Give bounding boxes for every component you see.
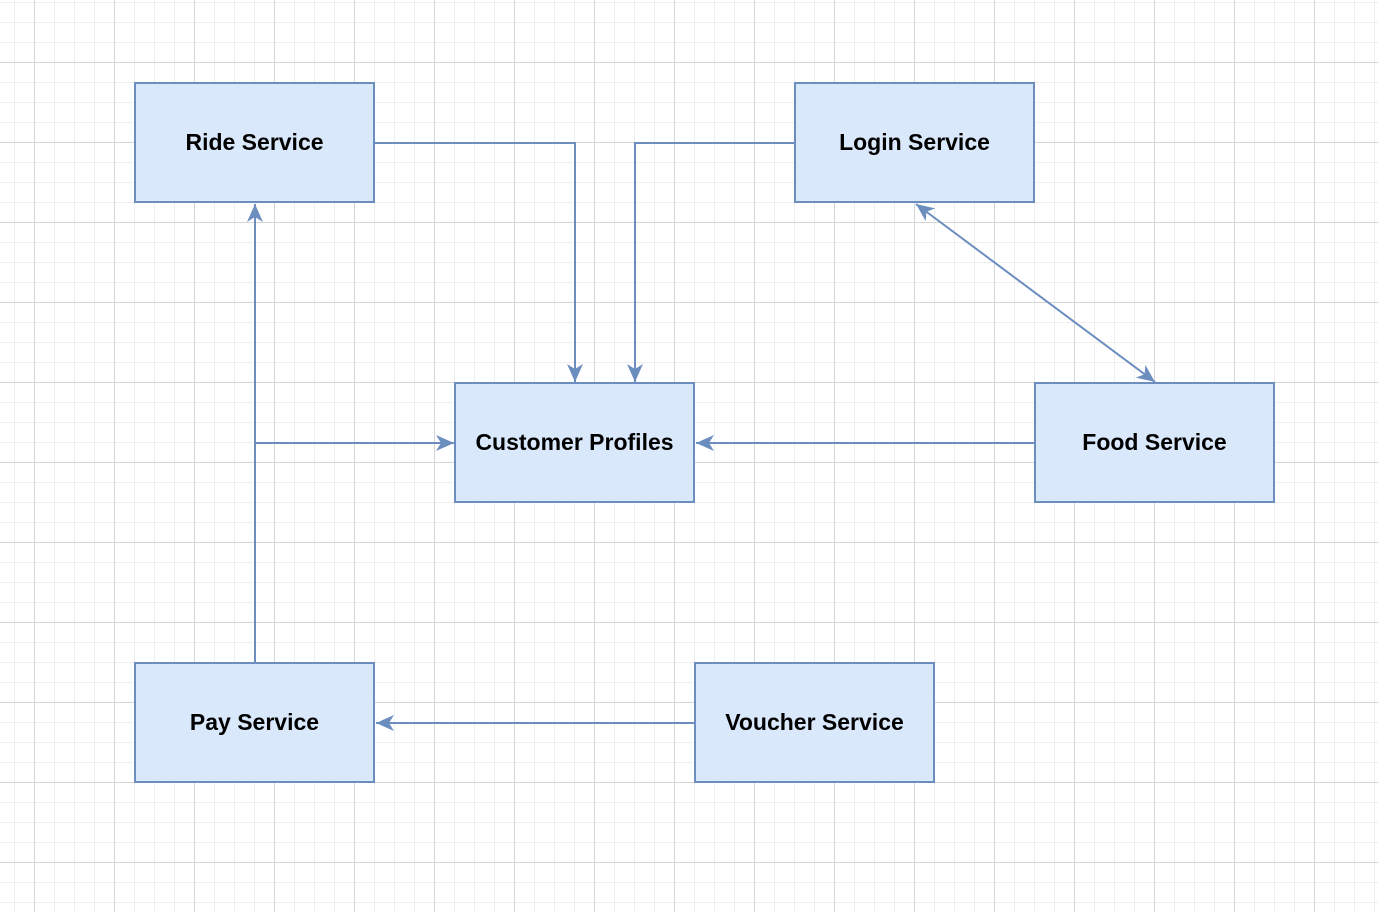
node-pay-service[interactable]: Pay Service [134, 662, 375, 783]
edge-login-to-food[interactable] [915, 203, 1156, 383]
node-label: Customer Profiles [475, 429, 674, 455]
node-voucher-service[interactable]: Voucher Service [694, 662, 935, 783]
node-customer-profiles[interactable]: Customer Profiles [454, 382, 695, 503]
node-login-service[interactable]: Login Service [794, 82, 1035, 203]
node-ride-service[interactable]: Ride Service [134, 82, 375, 203]
node-label: Voucher Service [725, 709, 904, 735]
node-label: Login Service [839, 129, 990, 155]
node-label: Ride Service [185, 129, 324, 155]
node-food-service[interactable]: Food Service [1034, 382, 1275, 503]
edge-login-to-customer[interactable] [627, 142, 794, 382]
edge-ride-to-customer[interactable] [375, 142, 583, 382]
node-label: Pay Service [189, 709, 320, 735]
node-label: Food Service [1082, 429, 1227, 455]
